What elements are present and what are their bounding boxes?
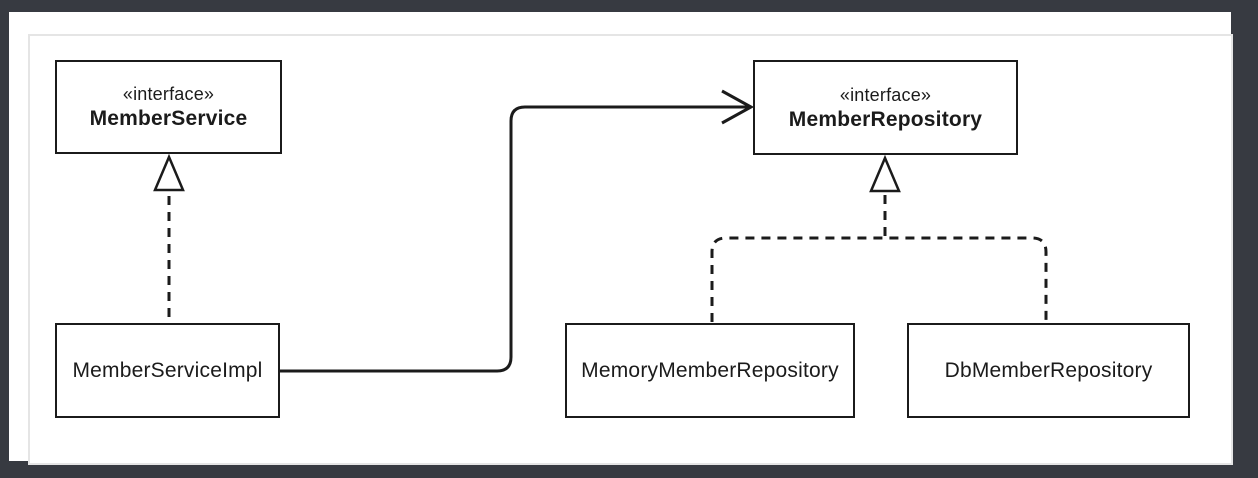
hollow-triangle-arrowhead-memberservice xyxy=(153,153,185,192)
stereotype-label: «interface» xyxy=(122,84,215,104)
class-box-member-service: «interface» MemberService xyxy=(55,60,282,154)
class-name-label: MemoryMemberRepository xyxy=(581,358,839,382)
class-box-member-repository: «interface» MemberRepository xyxy=(753,60,1018,155)
association-edge-memberserviceimpl-memberrepository xyxy=(280,105,748,373)
interface-name-label: MemberService xyxy=(89,107,248,130)
class-name-label: MemberServiceImpl xyxy=(72,358,263,382)
class-box-memory-member-repository: MemoryMemberRepository xyxy=(565,323,855,418)
realization-edge-memorymemberrepository-dbmemberrepository xyxy=(710,236,1048,322)
class-box-member-service-impl: MemberServiceImpl xyxy=(55,323,280,418)
hollow-triangle-arrowhead-memberrepository xyxy=(869,154,901,193)
stereotype-label: «interface» xyxy=(839,84,932,105)
class-box-db-member-repository: DbMemberRepository xyxy=(907,323,1190,418)
interface-name-label: MemberRepository xyxy=(788,107,983,131)
open-arrowhead-memberrepository xyxy=(721,89,755,125)
class-name-label: DbMemberRepository xyxy=(944,358,1153,382)
